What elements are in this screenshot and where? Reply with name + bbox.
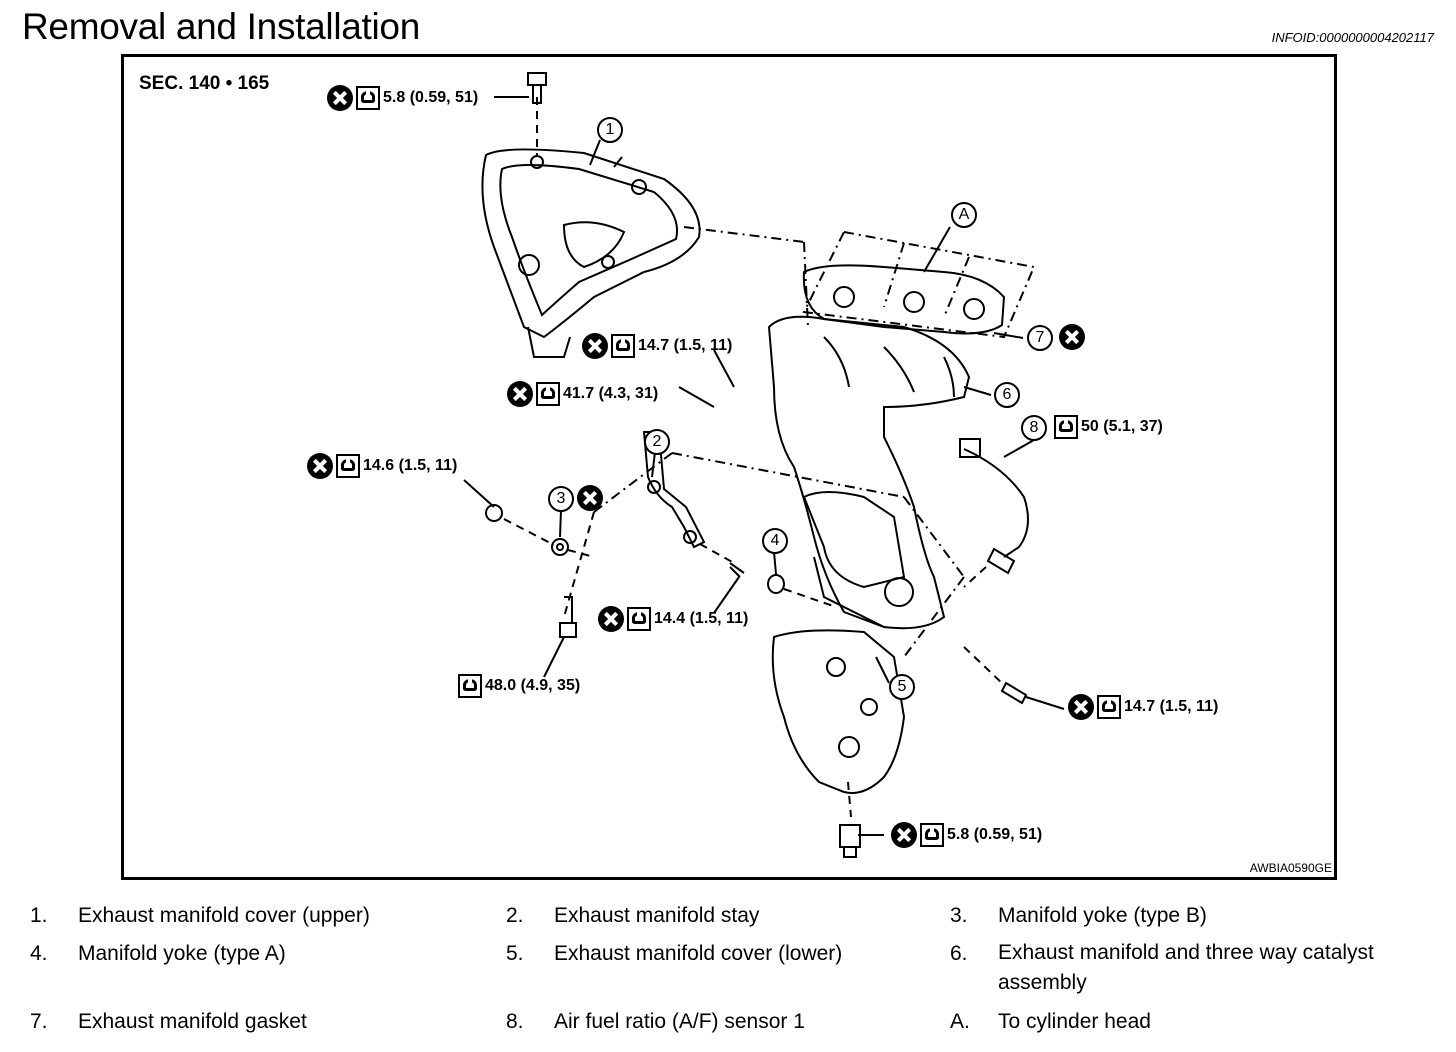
torque-value: 5.8 (0.59, 51) (383, 89, 479, 106)
replace-icon (598, 606, 624, 632)
torque-value: 14.4 (1.5, 11) (654, 610, 749, 627)
callout-1: 1 (597, 117, 623, 143)
yoke-a-shape (767, 574, 785, 594)
torque-value: 14.6 (1.5, 11) (363, 457, 458, 474)
legend-item: 6. Exhaust manifold and three way cataly… (950, 941, 1420, 998)
sensor-wire (963, 448, 1029, 558)
right-stud-shape (1000, 681, 1028, 705)
page-title: Removal and Installation (22, 6, 420, 47)
legend-text: Manifold yoke (type A) (78, 942, 286, 965)
nut-shape (485, 504, 503, 522)
replace-icon (1068, 694, 1094, 720)
sensor-body (986, 547, 1016, 575)
torque-bottom: 5.8 (0.59, 51) (891, 822, 1042, 848)
exploded-diagram: SEC. 140 • 165 AWBIA0590GE 1 A 7 6 8 2 3… (121, 54, 1337, 880)
torque-wrench-icon (627, 607, 651, 631)
legend-text: To cylinder head (998, 1010, 1151, 1033)
callout-3: 3 (548, 486, 574, 512)
legend-number: 6. (950, 942, 968, 965)
legend-number: 7. (30, 1010, 48, 1033)
legend-item: 4. Manifold yoke (type A) (30, 942, 286, 966)
replace-icon (507, 381, 533, 407)
legend-number: A. (950, 1010, 970, 1033)
callout-6: 6 (994, 382, 1020, 408)
stud-shape (729, 562, 745, 578)
torque-nut-417: 41.7 (4.3, 31) (507, 381, 658, 407)
torque-bolt-480: 48.0 (4.9, 35) (458, 674, 580, 698)
legend-text: Exhaust manifold cover (upper) (78, 904, 370, 927)
legend-number: 5. (506, 942, 524, 965)
legend-item: 5. Exhaust manifold cover (lower) (506, 942, 842, 966)
torque-value: 14.7 (1.5, 11) (1124, 698, 1219, 715)
stay-bolt-shape (559, 596, 577, 638)
replace-icon (582, 333, 608, 359)
torque-wrench-icon (1097, 695, 1121, 719)
legend-text: Exhaust manifold cover (lower) (554, 942, 843, 965)
info-id: INFOID:0000000004202117 (1271, 30, 1434, 45)
top-bolt-shape (527, 72, 547, 104)
legend-item: 3. Manifold yoke (type B) (950, 904, 1207, 928)
torque-stud-144: 14.4 (1.5, 11) (598, 606, 748, 632)
torque-cover-bolt: 14.7 (1.5, 11) (582, 333, 732, 359)
legend-number: 2. (506, 904, 524, 927)
callout-2: 2 (644, 429, 670, 455)
replace-icon (891, 822, 917, 848)
callout-7: 7 (1027, 325, 1053, 351)
torque-wrench-icon (356, 86, 380, 110)
legend-text: Air fuel ratio (A/F) sensor 1 (554, 1010, 805, 1033)
replace-icon (307, 453, 333, 479)
legend-number: 1. (30, 904, 48, 927)
torque-value: 5.8 (0.59, 51) (947, 826, 1043, 843)
sensor-connector (959, 438, 981, 458)
torque-top: 5.8 (0.59, 51) (327, 85, 478, 111)
callout-5: 5 (889, 674, 915, 700)
legend-item: 1. Exhaust manifold cover (upper) (30, 904, 370, 928)
torque-value: 50 (5.1, 37) (1081, 418, 1163, 435)
lower-cover-shape (771, 629, 906, 794)
torque-wrench-icon (920, 823, 944, 847)
callout-4: 4 (762, 528, 788, 554)
legend-text: Exhaust manifold and three way catalyst … (998, 941, 1374, 994)
replace-icon (1059, 324, 1085, 350)
torque-right-147: 14.7 (1.5, 11) (1068, 694, 1218, 720)
torque-value: 48.0 (4.9, 35) (485, 677, 581, 694)
legend-item: 7. Exhaust manifold gasket (30, 1010, 307, 1034)
callout-A: A (951, 202, 977, 228)
figure-code: AWBIA0590GE (1249, 861, 1332, 875)
torque-wrench-icon (536, 382, 560, 406)
legend-item: 8. Air fuel ratio (A/F) sensor 1 (506, 1010, 805, 1034)
torque-sensor: 50 (5.1, 37) (1054, 415, 1163, 439)
manifold-shape (767, 315, 971, 630)
callout-8: 8 (1021, 415, 1047, 441)
yoke-b-shape (551, 538, 569, 556)
legend-number: 8. (506, 1010, 524, 1033)
upper-cover-shape (481, 148, 701, 339)
torque-wrench-icon (336, 454, 360, 478)
torque-value: 41.7 (4.3, 31) (563, 385, 659, 402)
legend-text: Exhaust manifold stay (554, 904, 760, 927)
legend-item: 2. Exhaust manifold stay (506, 904, 759, 928)
legend-number: 3. (950, 904, 968, 927)
torque-nut-146: 14.6 (1.5, 11) (307, 453, 457, 479)
legend-item: A. To cylinder head (950, 1010, 1151, 1034)
replace-icon (577, 485, 603, 511)
bottom-bolt-shape (839, 824, 861, 858)
torque-wrench-icon (458, 674, 482, 698)
torque-value: 14.7 (1.5, 11) (638, 337, 733, 354)
replace-icon (327, 85, 353, 111)
diagram-drawing (463, 72, 1065, 858)
legend-text: Exhaust manifold gasket (78, 1010, 307, 1033)
legend-number: 4. (30, 942, 48, 965)
gasket-shape (802, 264, 1006, 335)
section-label: SEC. 140 • 165 (139, 73, 270, 94)
torque-wrench-icon (611, 334, 635, 358)
legend-text: Manifold yoke (type B) (998, 904, 1207, 927)
torque-wrench-icon (1054, 415, 1078, 439)
